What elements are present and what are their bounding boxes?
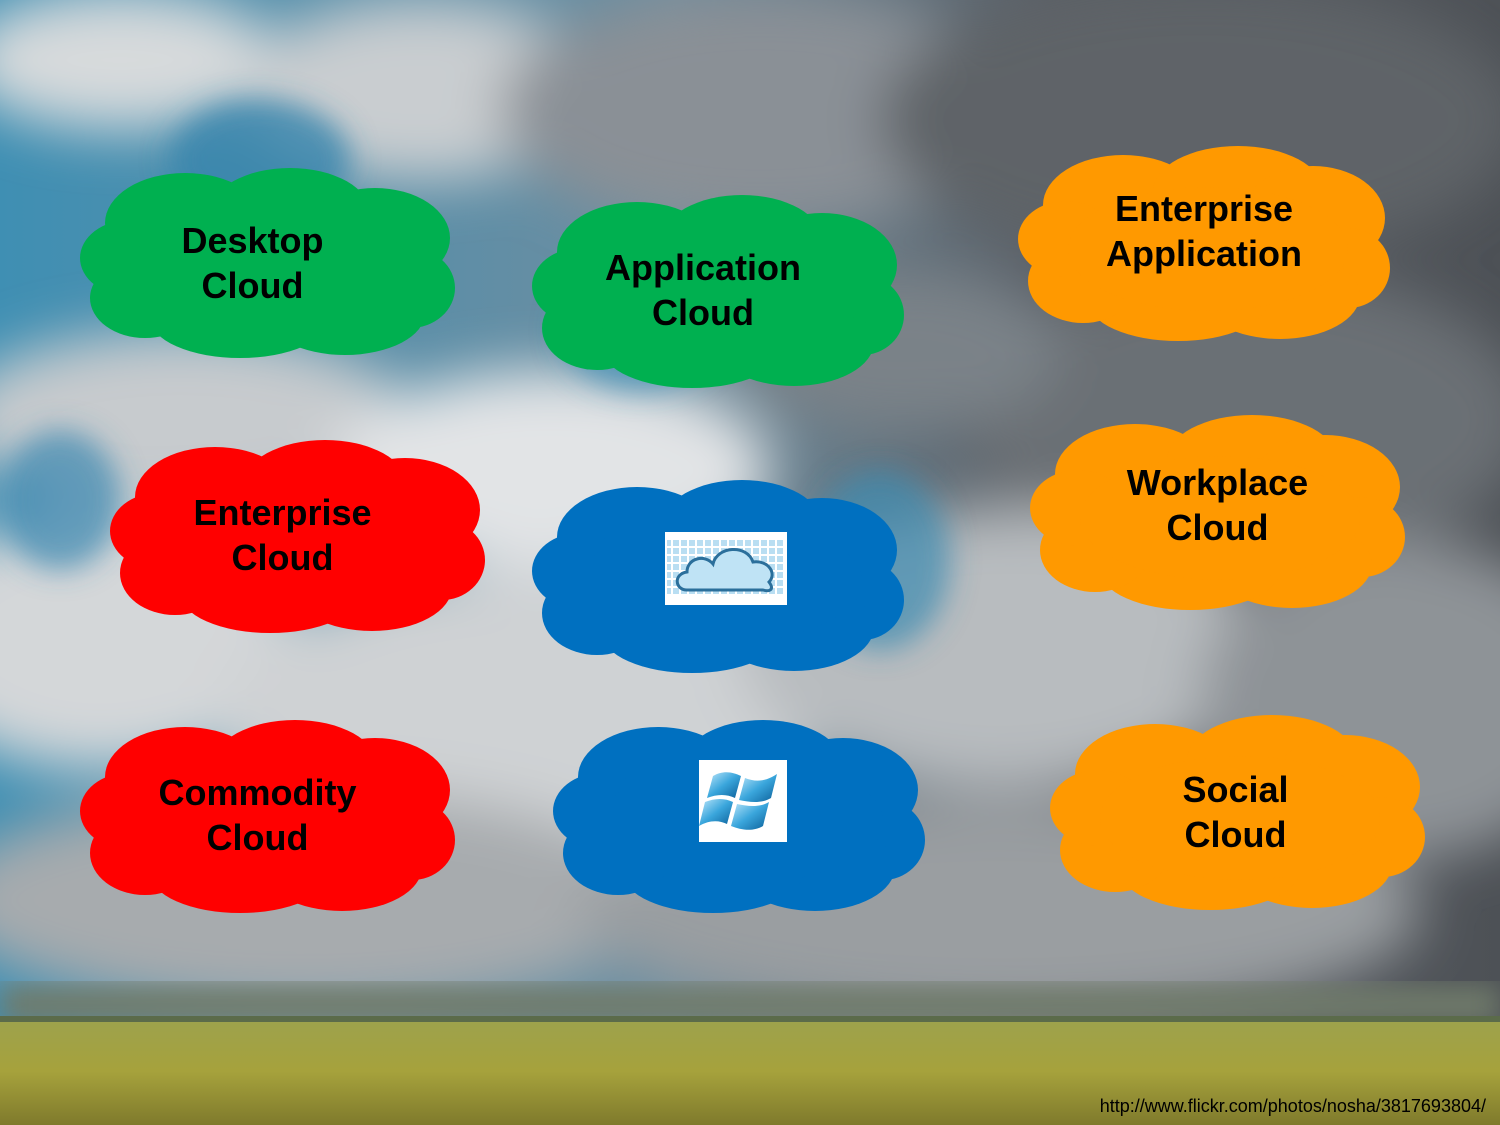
- cloud-enterprise-application: Enterprise Application: [1018, 143, 1390, 343]
- cloud-workplace: Workplace Cloud: [1030, 412, 1405, 612]
- cloud-application: Application Cloud: [532, 190, 904, 390]
- cloud-label-line2: Cloud: [231, 537, 334, 578]
- cloud-label: Workplace Cloud: [1030, 412, 1405, 612]
- cloud-social: Social Cloud: [1050, 712, 1425, 912]
- cloud-shape: [110, 440, 485, 633]
- cloud-commodity: Commodity Cloud: [80, 715, 455, 915]
- cloud-label-line2: Application: [1106, 232, 1302, 274]
- cloud-label-line2: Cloud: [1184, 814, 1287, 855]
- cloud-shape: [80, 720, 455, 913]
- cloud-label: Enterprise Application: [1018, 143, 1390, 343]
- cloud-label: Desktop Cloud: [80, 168, 455, 358]
- cloud-label-line1: Desktop: [181, 220, 324, 261]
- pixel-cloud-icon: [665, 532, 787, 605]
- cloud-windows-logo: [553, 715, 925, 915]
- cloud-label-line2: Cloud: [206, 817, 309, 858]
- cloud-label-line1: Workplace: [1126, 462, 1309, 503]
- cloud-label-line1: Application: [605, 247, 801, 288]
- cloud-shape: [80, 168, 455, 358]
- cloud-shape: [1030, 415, 1405, 610]
- cloud-shape: [1018, 146, 1390, 341]
- cloud-label: Commodity Cloud: [80, 715, 455, 915]
- cloud-shape: [532, 195, 904, 388]
- cloud-label-line1: Social: [1182, 769, 1289, 810]
- cloud-enterprise: Enterprise Cloud: [110, 435, 485, 635]
- cloud-label: Application Cloud: [532, 190, 904, 390]
- windows-logo-icon: [699, 760, 787, 842]
- cloud-label-line1: Commodity: [158, 772, 357, 813]
- cloud-pixel-cloud-logo: [532, 475, 904, 675]
- cloud-desktop: Desktop Cloud: [80, 168, 455, 358]
- cloud-shape: [1050, 715, 1425, 910]
- cloud-label-line1: Enterprise: [1114, 187, 1294, 229]
- cloud-label: Social Cloud: [1050, 712, 1425, 912]
- cloud-label: Enterprise Cloud: [110, 435, 485, 635]
- cloud-label-line2: Cloud: [652, 292, 754, 333]
- cloud-label-line2: Cloud: [201, 265, 304, 306]
- cloud-label-line1: Enterprise: [193, 492, 372, 533]
- cloud-label-line2: Cloud: [1166, 507, 1269, 548]
- photo-credit-url: http://www.flickr.com/photos/nosha/38176…: [1099, 1096, 1486, 1116]
